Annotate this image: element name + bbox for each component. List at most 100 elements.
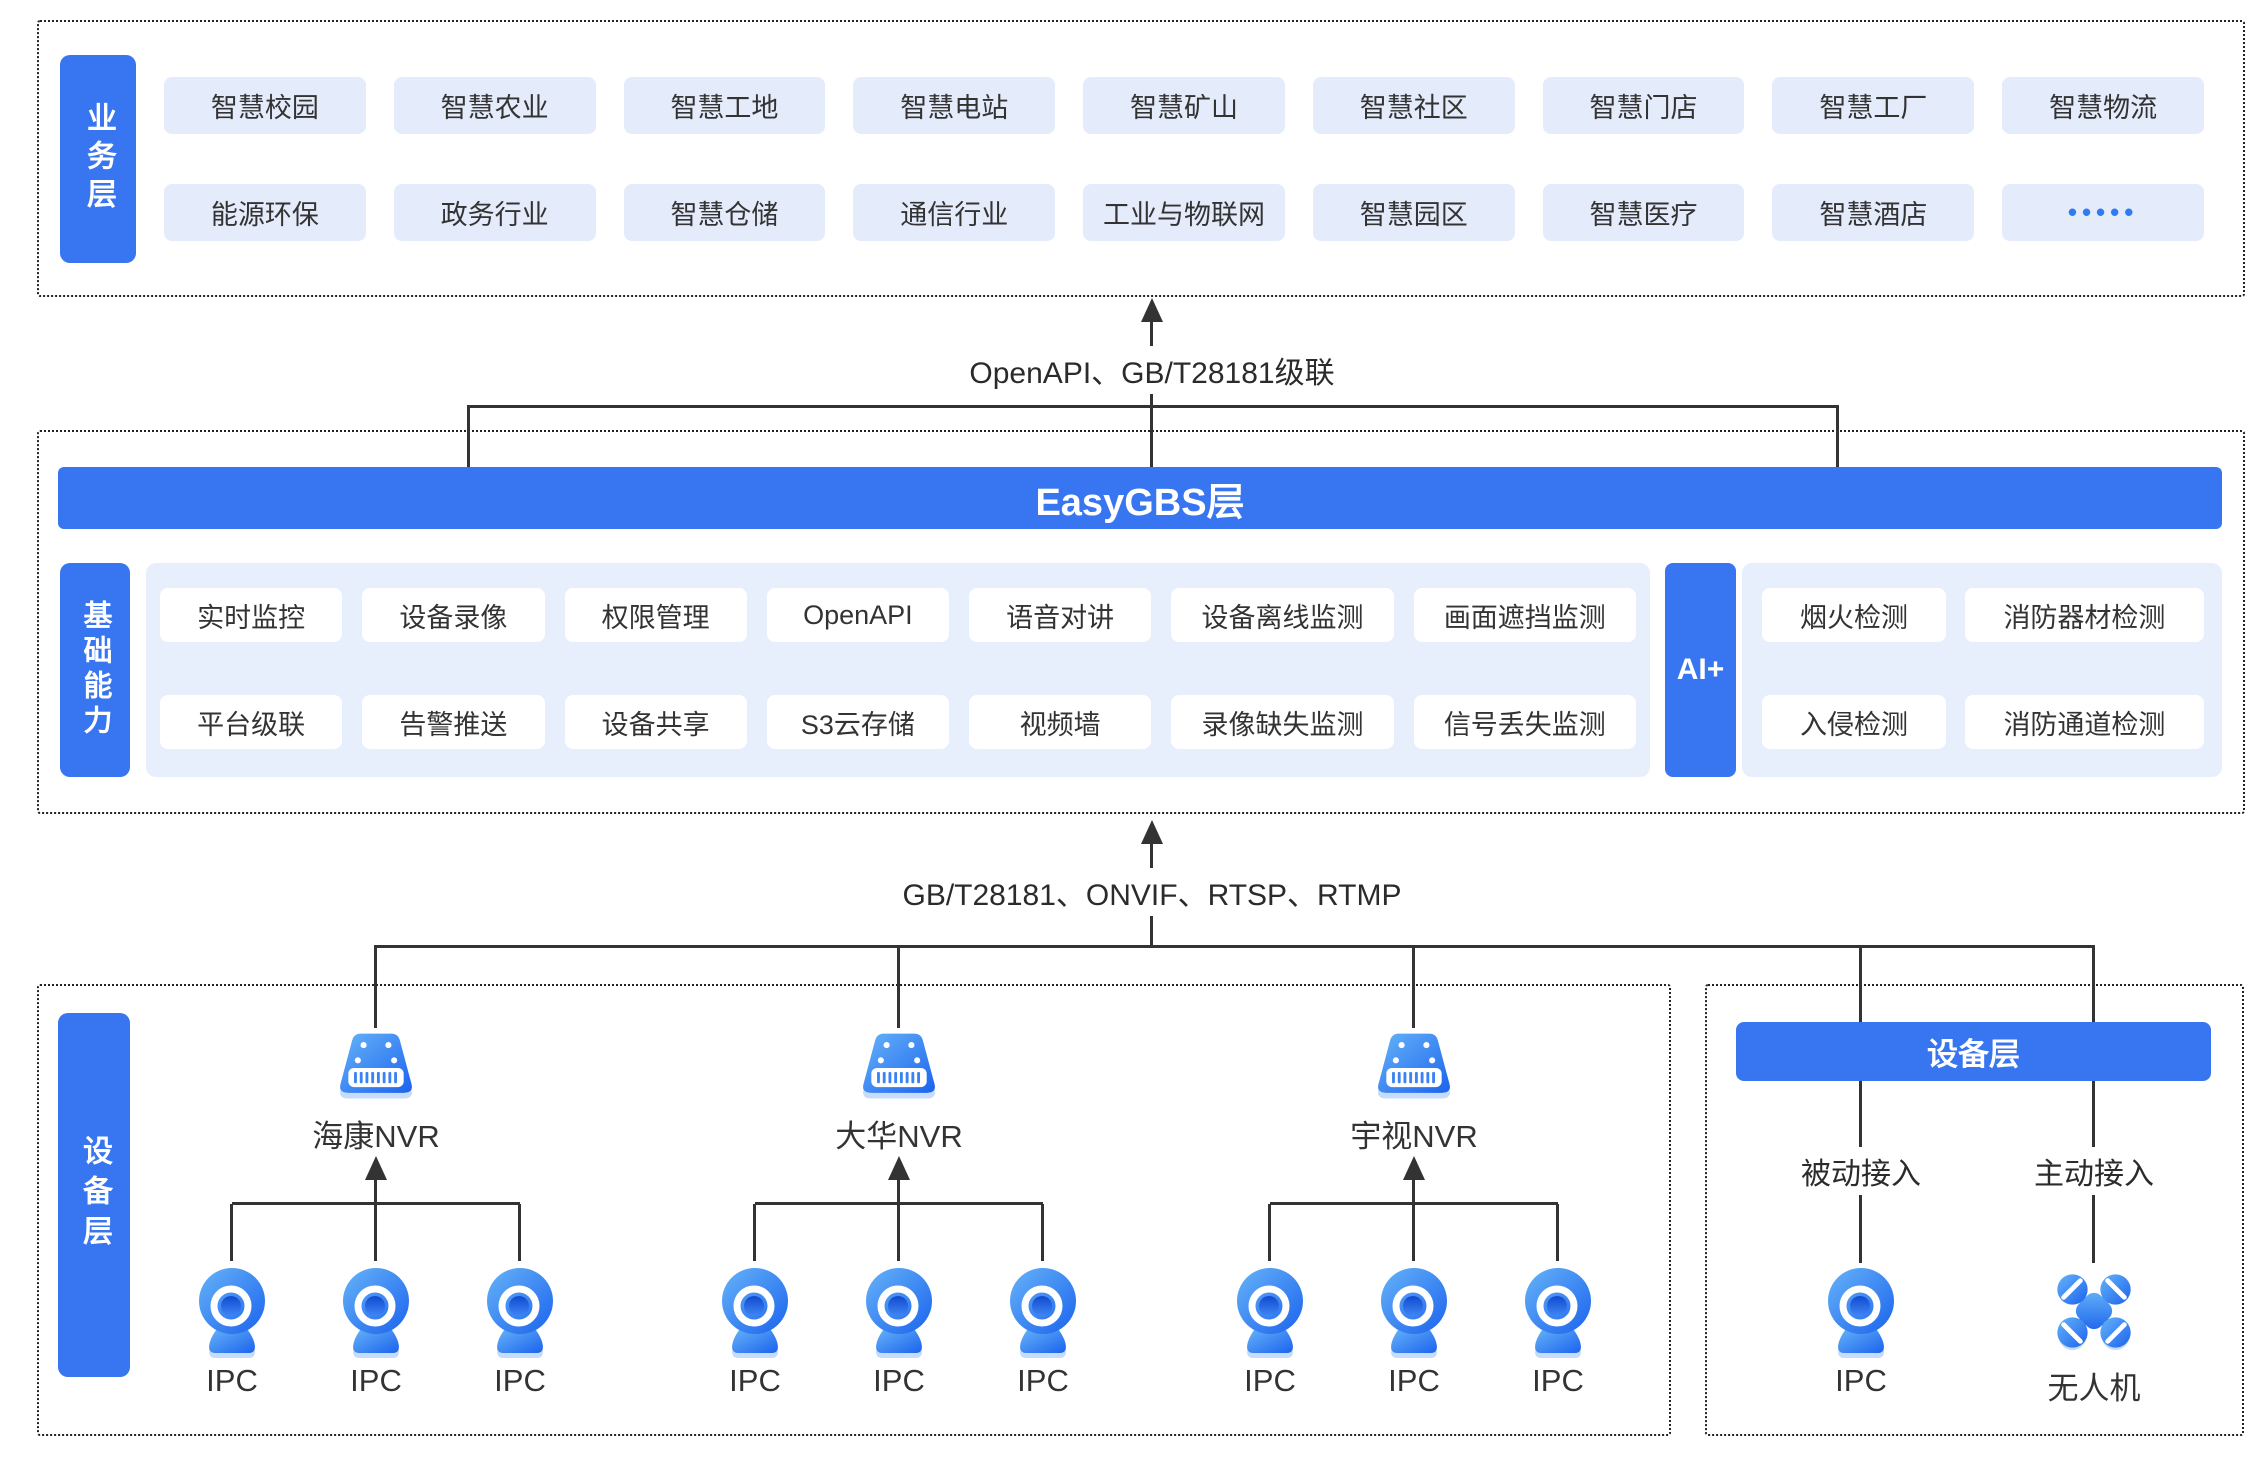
ai-item: 消防器材检测 — [1964, 588, 2204, 642]
nvr-group: 宇视NVR IPC IPC IPC — [1228, 945, 1600, 1425]
ipc-label: IPC — [1017, 1363, 1069, 1398]
connector-bottom-bracket — [375, 945, 2095, 948]
business-item: 智慧矿山 — [1083, 77, 1285, 134]
capabilities-pill: 基础能力 — [60, 563, 130, 777]
capability-item: S3云存储 — [766, 695, 950, 749]
capability-item: 平台级联 — [160, 695, 343, 749]
business-item: 智慧门店 — [1542, 77, 1745, 134]
ipc-camera-icon — [190, 1261, 274, 1363]
connector-line — [518, 1204, 521, 1261]
ipc-camera-icon — [1372, 1261, 1456, 1363]
ipc-camera-icon — [478, 1261, 562, 1363]
capability-item: 信号丢失监测 — [1413, 695, 1636, 749]
connector-line — [1041, 1204, 1044, 1261]
ipc-label: IPC — [206, 1363, 258, 1398]
capability-item: 设备共享 — [564, 695, 747, 749]
nvr-label: 海康NVR — [312, 1119, 440, 1154]
connector-line — [753, 1204, 756, 1261]
ipc-label: IPC — [1388, 1363, 1440, 1398]
connector-top-bracket-right — [1836, 405, 1839, 467]
capabilities-label: 基础能力 — [79, 600, 111, 740]
connector-top-bracket — [467, 405, 1839, 408]
ai-item: 入侵检测 — [1762, 695, 1946, 749]
ai-plus-pill: AI+ — [1665, 563, 1736, 777]
ipc-label: IPC — [873, 1363, 925, 1398]
ai-plus-label: AI+ — [1676, 653, 1725, 686]
up-arrow-icon — [1403, 1156, 1425, 1180]
connector-line — [1412, 945, 1415, 1028]
business-item: 能源环保 — [164, 184, 366, 241]
ipc-label: IPC — [1835, 1363, 1887, 1398]
business-item: 智慧社区 — [1312, 77, 1515, 134]
ipc-camera-icon — [1819, 1261, 1903, 1363]
up-arrow-icon — [888, 1156, 910, 1180]
capability-item: 设备录像 — [362, 588, 545, 642]
ipc-label: IPC — [1244, 1363, 1296, 1398]
business-grid: 智慧校园 智慧农业 智慧工地 智慧电站 智慧矿山 智慧社区 智慧门店 智慧工厂 … — [164, 77, 2204, 241]
capability-item: 视频墙 — [969, 695, 1152, 749]
nvr-label: 宇视NVR — [1350, 1119, 1478, 1154]
business-item: 工业与物联网 — [1083, 184, 1285, 241]
capability-item: 实时监控 — [160, 588, 343, 642]
connector-top-line — [1150, 322, 1153, 467]
ipc-camera-icon — [1516, 1261, 1600, 1363]
business-item: 通信行业 — [853, 184, 1056, 241]
connector-line — [755, 1202, 1043, 1205]
connector-line — [230, 1204, 233, 1261]
connector-line — [1270, 1202, 1558, 1205]
ipc-camera-icon — [1228, 1261, 1312, 1363]
ai-row-2: 入侵检测 消防通道检测 — [1762, 695, 2204, 749]
up-arrow-icon — [1141, 298, 1163, 322]
ai-row-1: 烟火检测 消防器材检测 — [1762, 588, 2204, 642]
connector-line — [374, 1204, 377, 1261]
ipc-label: IPC — [350, 1363, 402, 1398]
capability-item: 权限管理 — [564, 588, 747, 642]
nvr-recorder-icon — [855, 1026, 943, 1110]
ai-item: 烟火检测 — [1762, 588, 1946, 642]
connector-line — [897, 945, 900, 1028]
business-item: 智慧工地 — [623, 77, 826, 134]
connector-line — [897, 1204, 900, 1261]
business-item: 智慧酒店 — [1772, 184, 1975, 241]
capability-item: 录像缺失监测 — [1171, 695, 1394, 749]
business-item: 智慧工厂 — [1772, 77, 1975, 134]
ipc-label: IPC — [729, 1363, 781, 1398]
connector-line — [374, 945, 377, 1028]
capabilities-row-1: 实时监控 设备录像 权限管理 OpenAPI 语音对讲 设备离线监测 画面遮挡监… — [160, 588, 1636, 642]
up-arrow-icon — [365, 1156, 387, 1180]
device-layer-pill: 设备层 — [58, 1013, 130, 1377]
connector-line — [374, 1178, 377, 1204]
nvr-recorder-icon — [1370, 1026, 1458, 1110]
ipc-camera-icon — [1001, 1261, 1085, 1363]
up-arrow-icon — [1141, 820, 1163, 844]
business-item: 智慧农业 — [393, 77, 596, 134]
nvr-group: 大华NVR IPC IPC IPC — [713, 945, 1085, 1425]
active-access-label: 主动接入 — [2022, 1147, 2166, 1195]
business-layer-pill: 业务层 — [60, 55, 136, 263]
connector-line — [1412, 1204, 1415, 1261]
business-item: 智慧仓储 — [623, 184, 826, 241]
connector-bottom-label: GB/T28181、ONVIF、RTSP、RTMP — [886, 868, 1418, 916]
nvr-group: 海康NVR IPC IPC IPC — [190, 945, 562, 1425]
active-access-line — [2092, 945, 2095, 1263]
business-item: 政务行业 — [393, 184, 596, 241]
passive-access-label: 被动接入 — [1789, 1147, 1933, 1195]
ipc-camera-icon — [334, 1261, 418, 1363]
connector-line — [897, 1178, 900, 1204]
easygbs-banner-label: EasyGBS层 — [1035, 481, 1245, 524]
drone-icon — [2049, 1266, 2139, 1356]
capability-item: 告警推送 — [362, 695, 545, 749]
easygbs-banner: EasyGBS层 — [58, 467, 2222, 529]
business-item: 智慧电站 — [853, 77, 1056, 134]
device-layer-right-label: 设备层 — [1927, 1037, 2020, 1072]
connector-line — [1556, 1204, 1559, 1261]
nvr-label: 大华NVR — [835, 1119, 963, 1154]
device-layer-right-banner: 设备层 — [1736, 1022, 2211, 1081]
device-layer-label: 设备层 — [78, 1135, 111, 1255]
capability-item: OpenAPI — [766, 588, 950, 642]
nvr-recorder-icon — [332, 1026, 420, 1110]
business-item: 智慧园区 — [1312, 184, 1515, 241]
more-items-dots: ••••• — [2002, 184, 2204, 241]
capability-item: 画面遮挡监测 — [1413, 588, 1636, 642]
